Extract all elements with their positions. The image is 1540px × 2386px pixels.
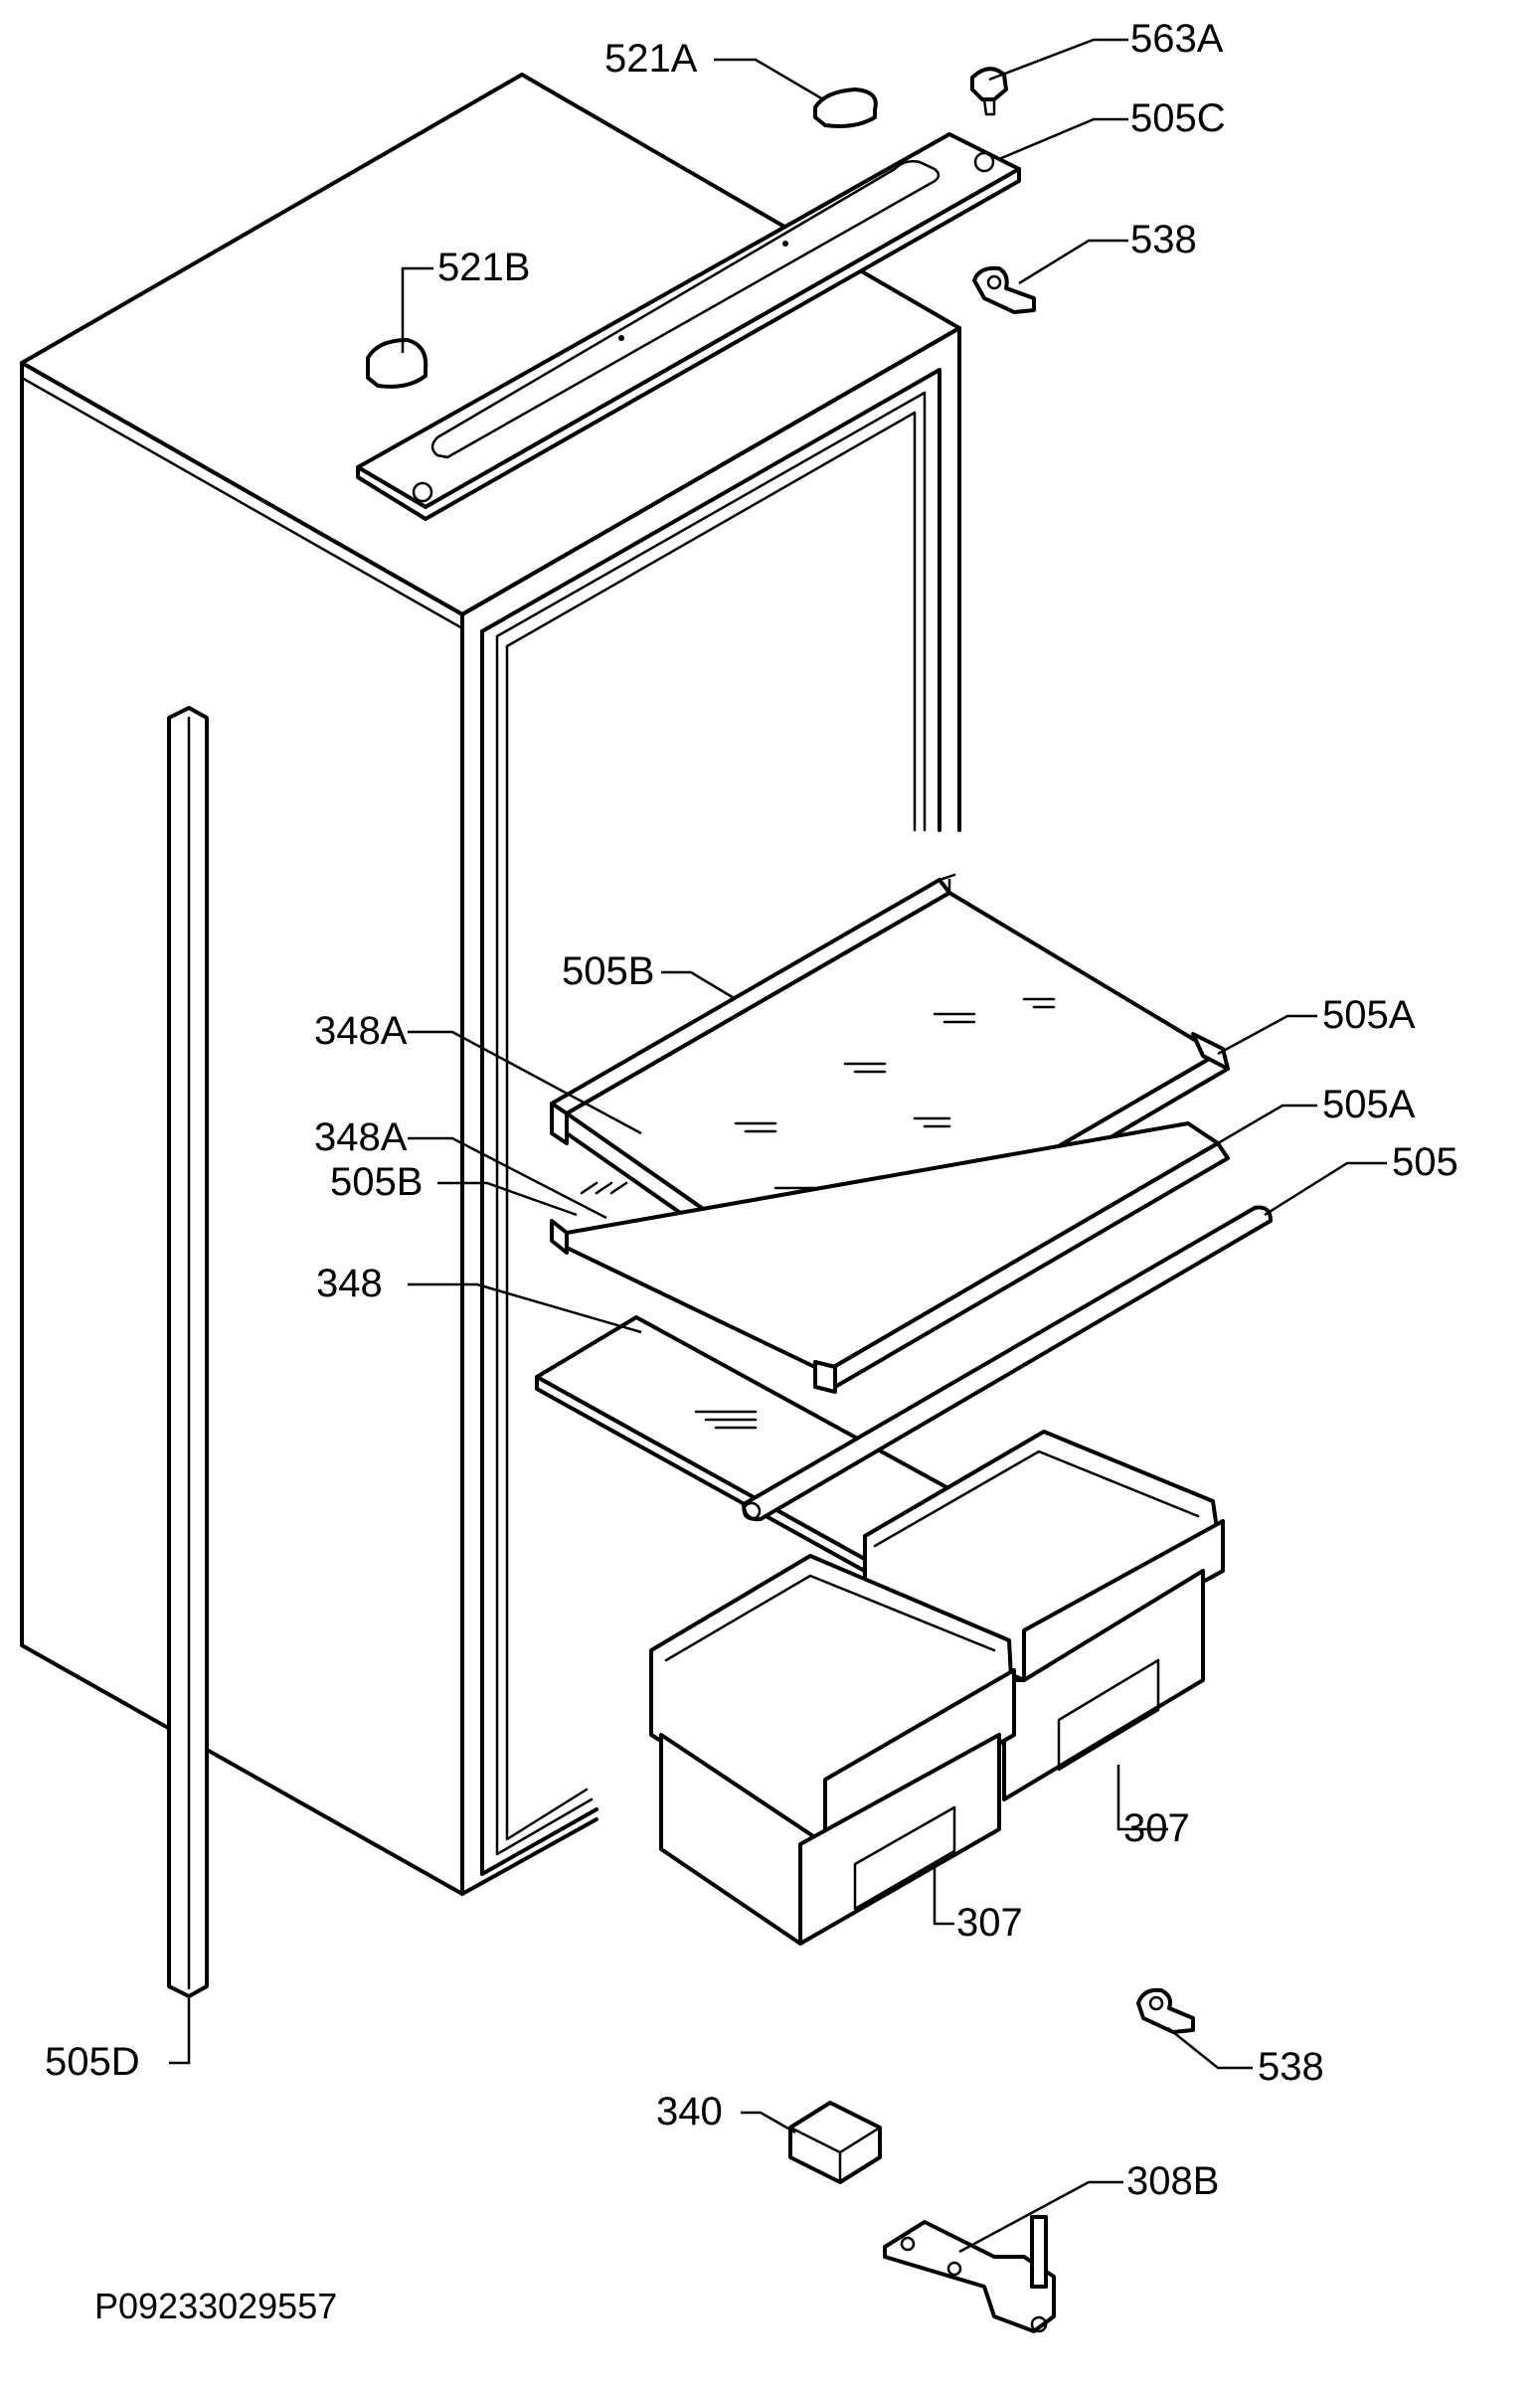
label-505D: 505D: [45, 2040, 140, 2084]
label-308B: 308B: [1126, 2159, 1219, 2203]
top-rail-505C: [356, 132, 1021, 521]
hinge-308B: [883, 2215, 1056, 2333]
label-505A-upper: 505A: [1322, 993, 1416, 1037]
label-505A-lower: 505A: [1322, 1083, 1416, 1126]
cap-521B: [366, 338, 428, 389]
label-521A: 521A: [604, 37, 698, 81]
label-521B: 521B: [437, 246, 530, 289]
label-538-bottom: 538: [1258, 2045, 1324, 2089]
label-348: 348: [316, 1262, 383, 1305]
label-505B-lower: 505B: [330, 1160, 423, 1204]
label-538-top: 538: [1130, 218, 1197, 261]
leader-lines: [169, 38, 1387, 2254]
label-307-right: 307: [1123, 1806, 1190, 1850]
refrigerator-cabinet: [20, 73, 961, 1896]
label-340: 340: [656, 2090, 723, 2133]
drawing-code: P09233029557: [94, 2286, 337, 2326]
label-348A-lower: 348A: [314, 1115, 408, 1159]
hinge-bracket-538-top: [972, 265, 1036, 314]
label-505B-upper: 505B: [562, 949, 654, 993]
shelf-348A-lower: [550, 1121, 1230, 1394]
label-307-left: 307: [956, 1901, 1023, 1945]
label-505: 505: [1392, 1140, 1458, 1184]
switch-340: [788, 2101, 882, 2184]
door-bin-307-left: [649, 1554, 1016, 1946]
label-563A: 563A: [1130, 17, 1224, 61]
label-348A-upper: 348A: [314, 1009, 408, 1053]
door-trim-505D: [167, 706, 209, 1998]
cap-521A: [813, 87, 878, 128]
callout-labels: 521A 563A 505C 521B 538 505B 348A 505A 3…: [45, 17, 1458, 2326]
hinge-bracket-538-bottom: [1136, 1987, 1195, 2034]
label-505C: 505C: [1130, 96, 1226, 140]
trim-strip-505: [742, 1205, 1273, 1522]
